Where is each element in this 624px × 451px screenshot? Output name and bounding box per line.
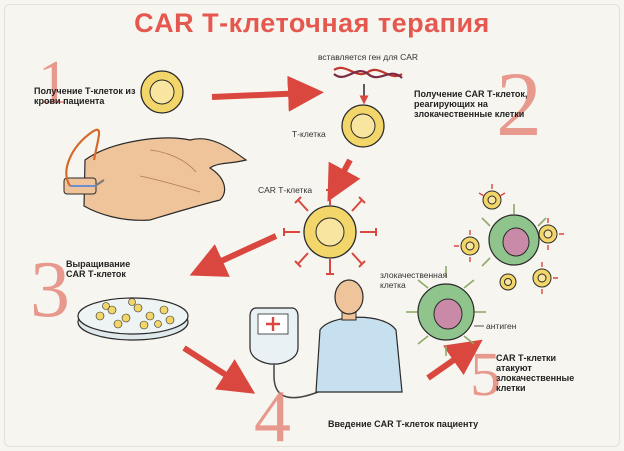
malignant-cell-icon	[406, 266, 486, 356]
step-number-4: 4	[254, 376, 291, 451]
step-number-3: 3	[30, 246, 70, 334]
hand-with-iv-icon	[63, 128, 248, 221]
receptor-spikes	[454, 184, 564, 294]
label-step1: Получение Т-клеток из крови пациента	[34, 86, 136, 106]
label-t-cell: Т-клетка	[292, 129, 326, 139]
label-step4: Введение CAR Т-клеток пациенту	[328, 419, 479, 429]
label-malignant-cell: злокачественная клетка	[380, 270, 448, 290]
car-t-cells-attacking	[460, 190, 558, 291]
petri-dish-icon	[77, 297, 189, 341]
arrow-tcell-to-cart	[327, 158, 361, 202]
arrow-dish-to-bag	[182, 345, 256, 394]
label-step5: CAR Т-клетки атакуют злокачественные кле…	[496, 353, 575, 393]
t-cell-step1	[140, 70, 184, 114]
car-t-cell-icon	[283, 189, 377, 275]
step-number-1: 1	[38, 49, 69, 117]
arrow-patient-to-tumor	[426, 339, 483, 381]
label-step2: Получение CAR Т-клеток, реагирующих на з…	[414, 89, 528, 119]
patient-icon	[315, 279, 403, 393]
dna-gene-icon	[333, 66, 403, 105]
tumor-cell-attacked-icon	[481, 204, 547, 267]
iv-bag-icon	[249, 307, 319, 399]
label-gene: вставляется ген для CAR	[318, 52, 419, 62]
step-number-5: 5	[470, 341, 501, 409]
step-number-2: 2	[496, 53, 542, 155]
label-antigen: антиген	[486, 321, 517, 331]
paper-border	[4, 4, 620, 447]
arrow-step1-to-gene	[211, 75, 324, 112]
page-title: CAR Т-клеточная терапия	[134, 8, 490, 38]
label-step3: Выращивание CAR Т-клеток	[66, 259, 131, 279]
label-car-t-cell: CAR Т-клетка	[258, 185, 313, 195]
t-cell-step2	[341, 104, 385, 148]
arrow-cart-to-dish	[189, 233, 278, 277]
